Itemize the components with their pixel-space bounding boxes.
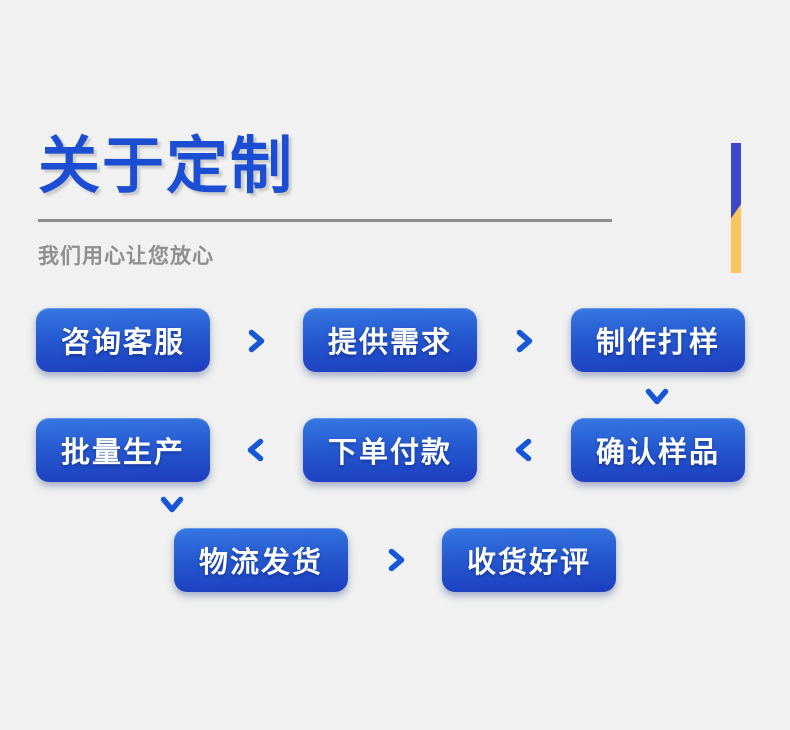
arrow-down-icon [644, 383, 670, 409]
page-title: 关于定制 [38, 132, 295, 201]
title-divider [38, 219, 612, 222]
arrow-left-icon [243, 437, 269, 463]
arrow-down-icon [159, 491, 185, 517]
arrow-right-icon [383, 547, 409, 573]
arrow-left-icon [511, 437, 537, 463]
accent-bar-blue-segment [731, 143, 741, 219]
step-button-receive-review[interactable]: 收货好评 [442, 528, 616, 592]
step-button-provide-requirements[interactable]: 提供需求 [303, 308, 477, 372]
step-button-mass-production[interactable]: 批量生产 [36, 418, 210, 482]
step-button-logistics-shipping[interactable]: 物流发货 [174, 528, 348, 592]
arrow-right-icon [511, 328, 537, 354]
step-button-consult-service[interactable]: 咨询客服 [36, 308, 210, 372]
arrow-right-icon [243, 328, 269, 354]
step-button-confirm-sample[interactable]: 确认样品 [571, 418, 745, 482]
step-button-order-payment[interactable]: 下单付款 [303, 418, 477, 482]
accent-bar [731, 143, 741, 273]
page-subtitle: 我们用心让您放心 [38, 245, 214, 268]
step-button-make-sample[interactable]: 制作打样 [571, 308, 745, 372]
